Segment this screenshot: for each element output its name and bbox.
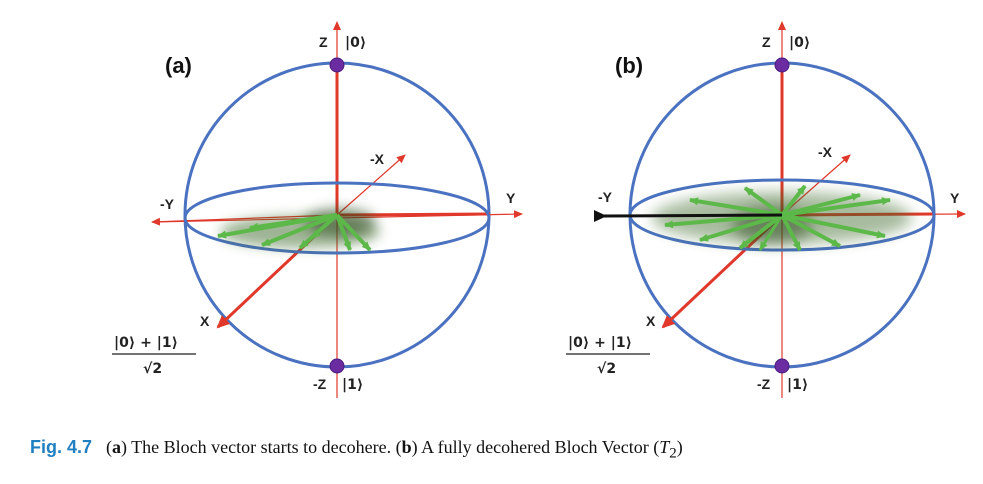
panel-b-decohered-vectors	[652, 184, 912, 251]
caption-a-text: ) The Bloch vector starts to decohere. (	[121, 437, 402, 457]
panel-b-x-label: X	[646, 313, 656, 329]
panel-b: (b)	[566, 21, 966, 398]
bloch-figure: (a) Z |0⟩ -Z	[112, 21, 966, 398]
caption-b-letter: b	[401, 437, 412, 457]
figure-caption: Fig. 4.7 (a) The Bloch vector starts to d…	[30, 437, 960, 463]
panel-b-y-label: Y	[950, 190, 960, 206]
panel-a-neg-y-label: -Y	[160, 196, 175, 212]
panel-a-label: (a)	[165, 53, 192, 78]
panel-b-neg-x-label: -X	[818, 144, 833, 160]
panel-a-frac-numerator: |0⟩ + |1⟩	[114, 335, 178, 351]
panel-a-neg-z-label: -Z	[313, 376, 327, 392]
panel-a-south-pole	[329, 358, 345, 374]
panel-b-south-pole	[774, 358, 790, 374]
panel-a-decohering-vectors	[217, 208, 380, 252]
caption-t2-symbol: T	[659, 437, 670, 457]
caption-a-letter: a	[112, 437, 122, 457]
panel-b-neg-y-label: -Y	[598, 189, 613, 205]
caption-b-text: ) A fully decohered Bloch Vector (	[411, 437, 660, 457]
panel-a-equator	[183, 181, 491, 255]
panel-b-neg-y-vector	[593, 210, 783, 223]
caption-a-open: (	[106, 437, 113, 457]
panel-b-north-pole	[774, 57, 790, 73]
panel-b-neg-z-label: -Z	[757, 376, 771, 392]
panel-a-neg-x-label: -X	[370, 151, 385, 167]
panel-b-z-label: Z	[762, 34, 771, 50]
panel-b-frac-denominator: √2	[597, 361, 616, 377]
panel-a-north-pole	[329, 57, 345, 73]
panel-a-z-label: Z	[319, 34, 328, 50]
caption-t2-close: )	[676, 437, 683, 457]
caption-t2-sub: 2	[669, 445, 677, 462]
panel-b-label: (b)	[615, 53, 643, 78]
panel-b-ket-zero: |0⟩	[789, 35, 810, 51]
panel-a: (a) Z |0⟩ -Z	[112, 21, 523, 398]
panel-a-ket-one: |1⟩	[342, 377, 363, 393]
panel-a-x-label: X	[200, 313, 210, 329]
panel-b-frac-numerator: |0⟩ + |1⟩	[568, 335, 632, 351]
figure-label: Fig. 4.7	[30, 437, 93, 457]
panel-a-y-label: Y	[506, 190, 516, 206]
panel-b-ket-one: |1⟩	[787, 377, 808, 393]
panel-a-ket-zero: |0⟩	[345, 35, 366, 51]
panel-a-frac-denominator: √2	[143, 361, 162, 377]
